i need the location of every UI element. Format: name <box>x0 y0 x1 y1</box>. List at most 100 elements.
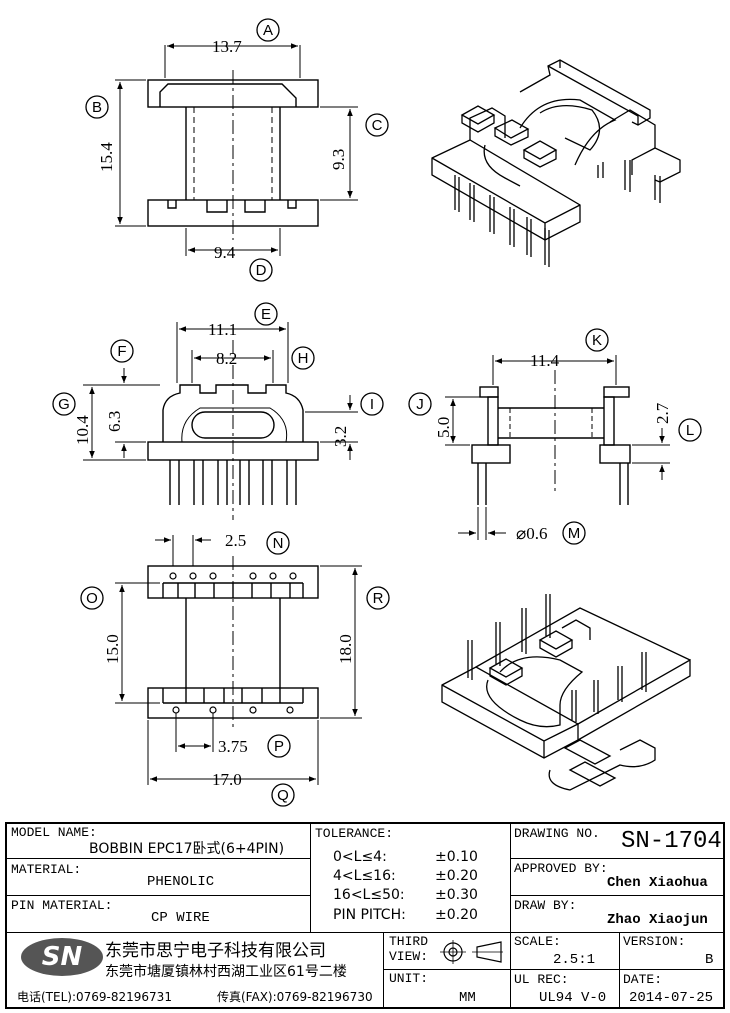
draw-by-label: DRAW BY: <box>514 898 577 913</box>
svg-text:J: J <box>416 396 424 413</box>
company-tel: 电话(TEL):0769-82196731 <box>17 990 172 1004</box>
third-angle-projection-icon <box>440 940 503 964</box>
company-logo: SN <box>21 938 103 976</box>
ul-rec-value: UL94 V-0 <box>539 990 607 1006</box>
svg-text:Q: Q <box>277 787 289 804</box>
dim-k: 11.4 <box>530 351 560 370</box>
callout-b: B <box>85 95 109 119</box>
isometric-view-bottom <box>441 594 691 791</box>
callout-k: K <box>585 328 609 352</box>
svg-text:F: F <box>117 343 126 360</box>
top-view <box>115 43 358 256</box>
tolerance-range-4: PIN PITCH: <box>333 907 406 923</box>
scale-label: SCALE: <box>514 934 561 949</box>
company-name-cn: 东莞市思宁电子科技有限公司 <box>105 941 326 961</box>
dim-j: 5.0 <box>434 417 453 438</box>
svg-text:O: O <box>86 590 98 607</box>
isometric-view-top <box>431 59 681 267</box>
callout-i: I <box>360 392 384 416</box>
svg-text:E: E <box>261 306 271 323</box>
dim-l: 2.7 <box>653 402 672 424</box>
callout-j: J <box>408 392 432 416</box>
tolerance-range-1: 0<L≤4: <box>333 849 387 865</box>
callout-c: C <box>365 113 389 137</box>
drawing-no-label: DRAWING NO. <box>514 826 600 841</box>
callout-f: F <box>110 339 134 363</box>
version-label: VERSION: <box>623 934 686 949</box>
svg-text:P: P <box>274 738 284 755</box>
dim-d: 9.4 <box>214 243 236 262</box>
dim-c: 9.3 <box>329 149 348 170</box>
callout-p: P <box>267 734 291 758</box>
svg-text:K: K <box>592 332 602 349</box>
date-label: DATE: <box>623 972 663 987</box>
tolerance-value-4: ±0.20 <box>435 907 478 923</box>
tolerance-range-2: 4<L≤16: <box>333 868 396 884</box>
callout-e: E <box>254 302 278 326</box>
svg-text:R: R <box>373 590 384 607</box>
dim-r: 18.0 <box>336 634 355 664</box>
draw-by-value: Zhao Xiaojun <box>607 912 708 928</box>
callout-r: R <box>366 586 390 610</box>
callout-g: G <box>52 392 76 416</box>
approved-by-label: APPROVED BY: <box>514 861 608 876</box>
callout-l: L <box>678 418 702 442</box>
scale-value: 2.5:1 <box>553 952 596 968</box>
company-fax: 传真(FAX):0769-82196730 <box>217 990 373 1004</box>
svg-text:M: M <box>568 525 581 542</box>
technical-drawing: 13.7 15.4 9.3 9.4 11.1 8.2 10.4 6.3 3.2 … <box>52 18 702 807</box>
dim-p: 3.75 <box>218 737 248 756</box>
dim-n: 2.5 <box>225 531 246 550</box>
svg-text:B: B <box>92 99 102 116</box>
front-view <box>83 322 358 520</box>
tolerance-range-3: 16<L≤50: <box>333 887 405 903</box>
third-view-label: THIRD VIEW: <box>389 934 429 964</box>
pin-material-label: PIN MATERIAL: <box>11 898 113 913</box>
approved-by-value: Chen Xiaohua <box>607 875 708 891</box>
svg-text:N: N <box>273 535 284 552</box>
svg-text:G: G <box>58 396 70 413</box>
callout-h: H <box>291 346 315 370</box>
dim-g: 10.4 <box>73 415 92 445</box>
dim-b: 15.4 <box>97 142 116 172</box>
dim-q: 17.0 <box>212 770 242 789</box>
unit-label: UNIT: <box>389 971 429 986</box>
drawing-no-value: SN-1704 <box>621 828 722 855</box>
svg-text:A: A <box>263 22 273 39</box>
dim-g2: 6.3 <box>105 411 124 432</box>
side-view <box>445 355 670 540</box>
callout-o: O <box>80 586 104 610</box>
svg-text:I: I <box>370 396 374 413</box>
company-address-cn: 东莞市塘厦镇林村西湖工业区61号二楼 <box>105 964 347 980</box>
material-label: MATERIAL: <box>11 862 82 877</box>
date-value: 2014-07-25 <box>629 990 714 1006</box>
bottom-view <box>115 535 362 785</box>
title-block: MODEL NAME: BOBBIN EPC17卧式(6+4PIN) MATER… <box>5 822 725 1009</box>
ul-rec-label: UL REC: <box>514 972 569 987</box>
callout-d: D <box>249 258 273 282</box>
material-value: PHENOLIC <box>147 874 215 890</box>
callout-m: M <box>562 521 586 545</box>
svg-text:H: H <box>298 350 309 367</box>
callout-a: A <box>256 18 280 42</box>
model-name-value: BOBBIN EPC17卧式(6+4PIN) <box>89 841 285 857</box>
callout-n: N <box>266 531 290 555</box>
svg-text:C: C <box>372 117 383 134</box>
dim-o: 15.0 <box>103 634 122 664</box>
tolerance-label: TOLERANCE: <box>315 826 394 841</box>
version-value: B <box>705 952 714 968</box>
pin-material-value: CP WIRE <box>151 910 210 926</box>
dim-i: 3.2 <box>331 426 350 447</box>
tolerance-value-1: ±0.10 <box>435 849 478 865</box>
dim-e: 11.1 <box>208 320 237 339</box>
model-name-label: MODEL NAME: <box>11 825 97 840</box>
tolerance-value-2: ±0.20 <box>435 868 478 884</box>
tolerance-value-3: ±0.30 <box>435 887 478 903</box>
dim-f: 8.2 <box>216 349 237 368</box>
callout-q: Q <box>271 783 295 807</box>
dim-m: ⌀0.6 <box>516 524 548 543</box>
svg-text:D: D <box>256 262 267 279</box>
unit-value: MM <box>459 990 476 1006</box>
dim-a: 13.7 <box>212 37 242 56</box>
svg-text:L: L <box>686 422 694 439</box>
